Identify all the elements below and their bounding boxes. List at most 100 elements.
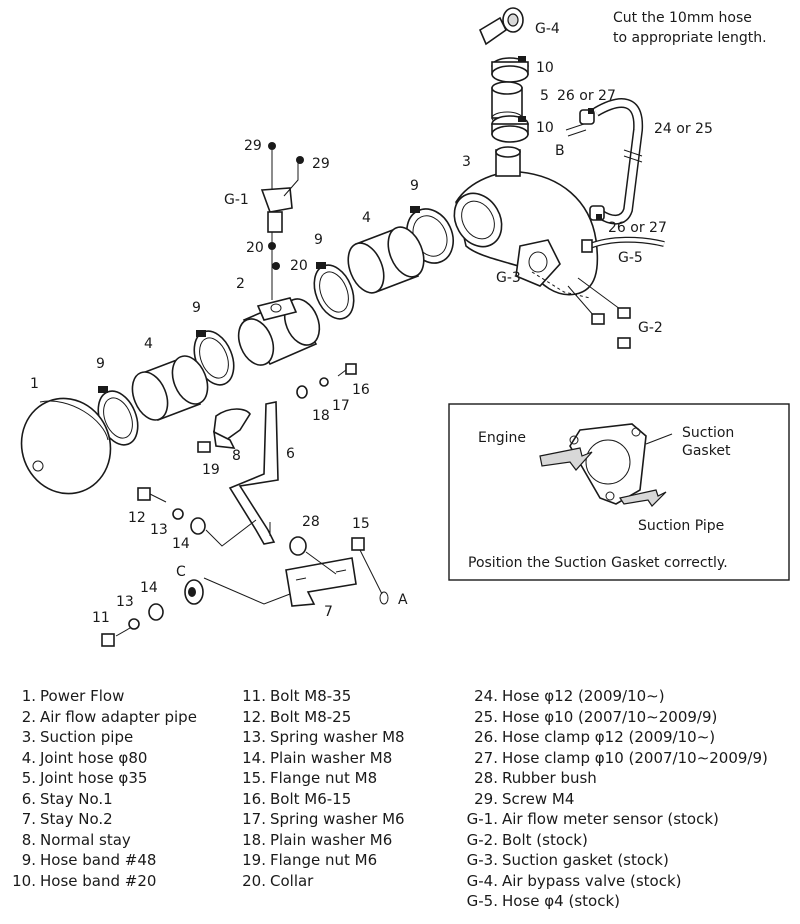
parts-list-item: G-1.Air flow meter sensor (stock) [456, 809, 768, 830]
parts-list-item-name: Flange nut M8 [270, 769, 378, 787]
parts-list-item-name: Spring washer M8 [270, 728, 405, 746]
air-flow-meter-sensor [260, 150, 299, 300]
callout-18: 18 [312, 408, 330, 424]
callout-a: A [398, 592, 408, 608]
parts-list-item: 5.Joint hose φ35 [8, 768, 197, 789]
callout-9-c: 9 [192, 300, 201, 316]
parts-list-item-name: Suction gasket (stock) [502, 851, 669, 869]
parts-list-item-name: Screw M4 [502, 789, 575, 808]
joint-hose-4-lower [131, 355, 209, 422]
plain-washer-14-upper [190, 517, 206, 535]
callout-b: B [555, 143, 565, 159]
parts-list-item-number: 29. [474, 789, 498, 808]
parts-list-item-number: 5. [21, 769, 36, 787]
callout-12: 12 [128, 510, 146, 526]
parts-list-item-number: 18. [242, 830, 266, 849]
parts-list-item-name: Joint hose φ80 [40, 748, 148, 767]
parts-list-item: 27.Hose clamp φ10 (2007/10∼2009/9) [456, 748, 768, 769]
parts-list-item-name: Spring washer M6 [270, 810, 405, 828]
air-bypass-valve [478, 7, 524, 46]
parts-list-item-number: 25. [474, 707, 498, 726]
parts-list-item-name: Hose band #20 [40, 871, 157, 890]
parts-list-item-number: 15. [242, 769, 266, 787]
bolt-16 [337, 363, 357, 377]
inset-gasket-label-1: Suction [682, 425, 734, 441]
parts-list-item: 25.Hose φ10 (2007/10∼2009/9) [456, 707, 768, 728]
parts-list-item-number: G-4. [466, 871, 498, 890]
callout-g1: G-1 [224, 192, 249, 208]
callout-26-lower: 26 or 27 [608, 220, 667, 236]
inset-caption: Position the Suction Gasket correctly. [468, 555, 728, 571]
gasket-inset [448, 403, 790, 581]
parts-list-item: 3.Suction pipe [8, 727, 197, 748]
parts-list-item-name: Power Flow [40, 687, 125, 705]
parts-list-item-number: 7. [21, 810, 36, 828]
note-line-2: to appropriate length. [613, 30, 767, 46]
parts-list-item-number: G-5. [466, 892, 498, 910]
callout-14-lower: 14 [140, 580, 158, 596]
parts-list-item: 8.Normal stay [8, 830, 197, 851]
parts-list-column-3: 24.Hose φ12 (2009/10∼)25.Hose φ10 (2007/… [456, 686, 768, 912]
parts-list-item: 24.Hose φ12 (2009/10∼) [456, 686, 768, 707]
callout-g2: G-2 [638, 320, 663, 336]
parts-list-item-number: 4. [21, 748, 36, 767]
spring-washer-17 [319, 377, 329, 387]
parts-list-item: 1.Power Flow [8, 686, 197, 707]
callout-10-top: 10 [536, 60, 554, 76]
parts-list-item: 11.Bolt M8-35 [238, 686, 405, 707]
parts-list-item: 17.Spring washer M6 [238, 809, 405, 830]
callout-14-upper: 14 [172, 536, 190, 552]
parts-list-item: 14.Plain washer M8 [238, 748, 405, 769]
parts-list-item: 12.Bolt M8-25 [238, 707, 405, 728]
bolt-11 [101, 627, 131, 647]
parts-list-item-name: Plain washer M8 [270, 748, 393, 767]
parts-list-item-name: Hose φ10 (2007/10∼2009/9) [502, 707, 718, 726]
parts-list-item-number: 11. [242, 687, 266, 705]
parts-list-item-name: Joint hose φ35 [40, 769, 148, 787]
parts-list-item-number: 9. [21, 851, 36, 869]
collar-20-a [268, 242, 276, 250]
callout-9-a: 9 [410, 178, 419, 194]
parts-list-item-name: Bolt M8-25 [270, 707, 352, 726]
hose-clamp-26-top [579, 108, 595, 125]
callout-17: 17 [332, 398, 350, 414]
hose-band-10-lower [491, 115, 529, 143]
parts-list-item: 2.Air flow adapter pipe [8, 707, 197, 728]
inset-engine-label: Engine [478, 430, 526, 446]
parts-list-item-name: Suction pipe [40, 728, 134, 746]
parts-list-item-number: 20. [242, 871, 266, 890]
callout-10-lower: 10 [536, 120, 554, 136]
collar-20-b [272, 262, 280, 270]
parts-list-item-name: Stay No.2 [40, 810, 113, 828]
parts-list-item-name: Collar [270, 871, 314, 890]
parts-list-item: 19.Flange nut M6 [238, 850, 405, 871]
callout-9-b: 9 [314, 232, 323, 248]
hose-band-9-b [313, 262, 355, 320]
screw-29-b [296, 156, 304, 164]
callout-20-b: 20 [290, 258, 308, 274]
suction-pipe [453, 146, 599, 296]
parts-list-item: G-4.Air bypass valve (stock) [456, 871, 768, 892]
callout-c: C [176, 564, 186, 580]
parts-list-item-number: 16. [242, 789, 266, 808]
callout-26-top: 26 or 27 [557, 88, 616, 104]
stay-no1 [228, 401, 279, 545]
spring-washer-13-lower [128, 618, 140, 630]
parts-list-item: G-3.Suction gasket (stock) [456, 850, 768, 871]
bush-c [184, 579, 204, 605]
screw-29-a [268, 142, 276, 150]
parts-list-item-name: Hose φ4 (stock) [502, 892, 620, 910]
bolts-g2 [567, 277, 631, 349]
air-flow-adapter-pipe [237, 297, 321, 366]
stay-no2 [285, 557, 357, 607]
callout-13-upper: 13 [150, 522, 168, 538]
parts-list-item-name: Hose band #48 [40, 851, 157, 869]
parts-list-item-name: Flange nut M6 [270, 851, 378, 869]
joint-hose-4-upper [347, 226, 425, 294]
callout-16: 16 [352, 382, 370, 398]
callout-11: 11 [92, 610, 110, 626]
parts-list-item-number: 14. [242, 748, 266, 767]
parts-list-item: 29.Screw M4 [456, 789, 768, 810]
